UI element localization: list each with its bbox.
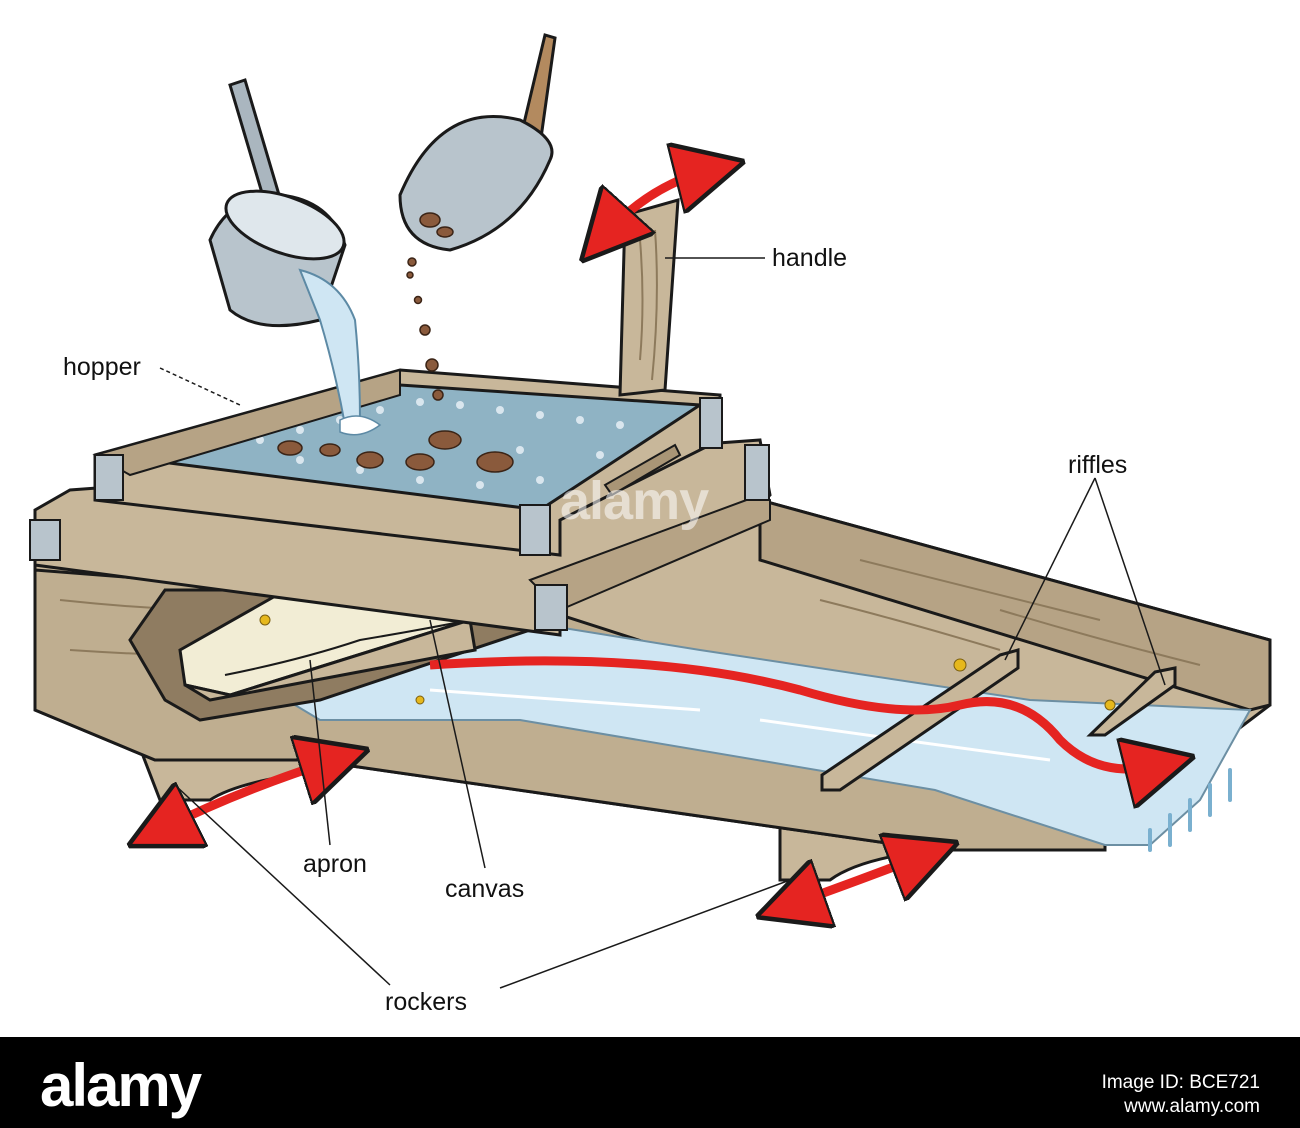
label-handle: handle [772,244,848,272]
label-riffles: riffles [1068,451,1128,479]
footer-image-info: Image ID: BCE721 www.alamy.com [1102,1071,1260,1119]
motion-arrows [160,170,1160,905]
site-url: www.alamy.com [1124,1095,1260,1117]
watermark-footer: alamy Image ID: BCE721 www.alamy.com [0,1037,1300,1128]
image-id: Image ID: BCE721 [1101,1072,1260,1093]
leader-lines [159,257,1166,989]
label-rockers: rockers [385,988,467,1016]
watermark-text: alamy [560,471,709,531]
hopper-shape [92,368,723,557]
label-apron: apron [303,850,367,878]
label-canvas: canvas [445,875,525,903]
label-hopper: hopper [63,353,141,381]
handle-shape [618,197,680,397]
scoop-with-water [208,78,382,436]
shovel-with-soil [398,33,557,401]
water-channel [267,623,1252,852]
footer-logo: alamy [40,1052,202,1119]
rocker-box-diagram [29,33,1272,989]
riffles-shape [820,648,1177,792]
